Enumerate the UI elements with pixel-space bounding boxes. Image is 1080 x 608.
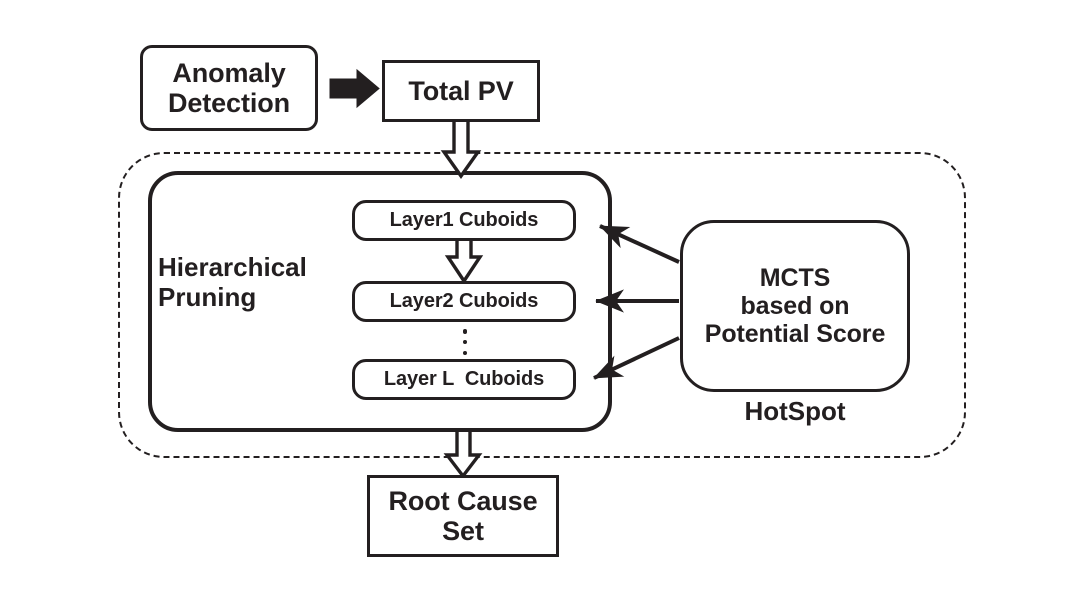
hotspot-label: HotSpot <box>744 396 846 426</box>
node-mcts[interactable]: MCTS based on Potential Score <box>680 220 910 392</box>
node-layerL-cuboids-label: Layer L Cuboids <box>383 368 545 391</box>
node-anomaly-detection-label: Anomaly Detection <box>167 57 291 118</box>
node-total-pv[interactable]: Total PV <box>382 60 540 122</box>
hotspot-boundary-container <box>118 152 966 458</box>
vertical-ellipsis-icon <box>455 329 475 355</box>
arrow-total-pv-to-layer1 <box>440 122 482 179</box>
hierarchical-pruning-label: Hierarchical Pruning <box>158 252 307 313</box>
node-layer1-cuboids-label: Layer1 Cuboids <box>389 209 539 232</box>
arrow-anomaly-to-total-pv <box>329 68 380 109</box>
arrow-pruning-to-root-cause <box>443 432 483 479</box>
node-total-pv-label: Total PV <box>408 75 514 106</box>
node-root-cause-set-label: Root Cause Set <box>388 485 538 546</box>
node-layerL-cuboids[interactable]: Layer L Cuboids <box>352 359 576 400</box>
node-layer2-cuboids-label: Layer2 Cuboids <box>389 290 539 313</box>
node-layer1-cuboids[interactable]: Layer1 Cuboids <box>352 200 576 241</box>
arrow-mcts-to-layer1 <box>599 224 680 264</box>
node-root-cause-set[interactable]: Root Cause Set <box>367 475 559 557</box>
arrow-mcts-to-layerL <box>593 336 680 380</box>
node-anomaly-detection[interactable]: Anomaly Detection <box>140 45 318 131</box>
arrow-layer1-to-layer2 <box>444 241 484 285</box>
node-layer2-cuboids[interactable]: Layer2 Cuboids <box>352 281 576 322</box>
node-mcts-label: MCTS based on Potential Score <box>704 264 886 348</box>
